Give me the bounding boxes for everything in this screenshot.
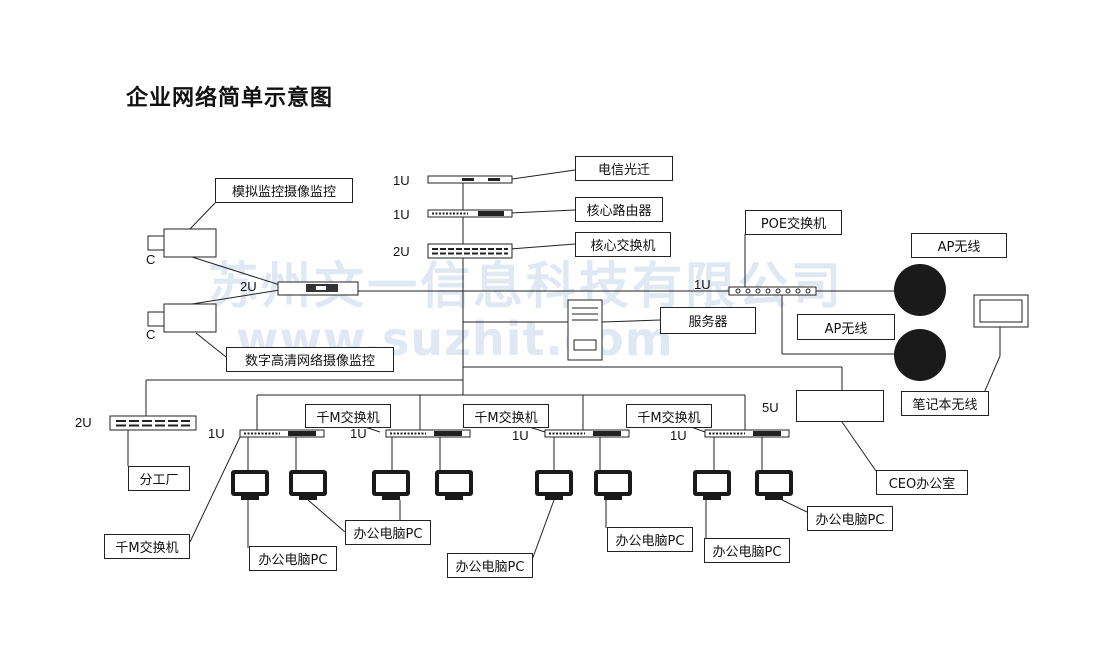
label-pc-2: 办公电脑PC xyxy=(345,520,431,545)
gigabit-switch-1 xyxy=(239,429,325,438)
label-gigabit-switch-3: 千M交换机 xyxy=(626,404,712,428)
label-pc-1: 办公电脑PC xyxy=(249,546,337,571)
label-ap-2: AP无线 xyxy=(797,314,895,340)
monitor-4 xyxy=(435,470,473,500)
dvr-device xyxy=(277,281,359,296)
poe-switch-device xyxy=(728,286,817,296)
monitor-3 xyxy=(372,470,410,500)
callout-pc2a xyxy=(307,499,346,533)
callout-ceo xyxy=(841,421,877,472)
label-digital-camera: 数字高清网络摄像监控 xyxy=(226,347,394,372)
page-title: 企业网络简单示意图 xyxy=(126,86,334,111)
unit-ceo: 5U xyxy=(762,400,779,415)
unit-dvr: 2U xyxy=(240,279,257,294)
label-poe-switch: POE交换机 xyxy=(745,210,842,235)
ap-disc-1 xyxy=(894,264,946,316)
ap-disc-2 xyxy=(894,329,946,381)
gigabit-switch-2 xyxy=(385,429,471,438)
monitor-6 xyxy=(594,470,632,500)
label-gigabit-switch-2: 千M交换机 xyxy=(463,404,549,428)
callout-server xyxy=(601,319,661,323)
telecom-device xyxy=(427,175,513,184)
label-ap-1: AP无线 xyxy=(911,233,1007,258)
monitor-1 xyxy=(231,470,269,500)
router-device xyxy=(427,209,513,218)
callout-analog xyxy=(189,202,216,230)
monitor-2 xyxy=(289,470,327,500)
core-switch-device xyxy=(427,243,513,259)
camera-letter-1: C xyxy=(146,252,156,267)
laptop-icon xyxy=(973,294,1029,328)
label-pc-3: 办公电脑PC xyxy=(447,553,533,578)
unit-core: 2U xyxy=(393,244,410,259)
label-ceo-office: CEO办公室 xyxy=(876,470,968,495)
gigabit-switch-3 xyxy=(544,429,630,438)
label-gigabit-switch-1: 千M交换机 xyxy=(305,404,391,428)
label-laptop: 笔记本无线 xyxy=(901,391,989,416)
callout-telecom xyxy=(504,169,576,181)
callout-core xyxy=(509,243,576,250)
label-telecom: 电信光迁 xyxy=(575,156,673,181)
callout-laptop xyxy=(983,355,1001,394)
unit-router: 1U xyxy=(393,207,410,222)
label-pc-5: 办公电脑PC xyxy=(704,538,790,563)
unit-telecom: 1U xyxy=(393,173,410,188)
label-core-router: 核心路由器 xyxy=(575,197,663,222)
callout-pc3 xyxy=(531,499,555,561)
unit-sw3: 1U xyxy=(512,428,529,443)
unit-branch: 2U xyxy=(75,415,92,430)
analog-camera xyxy=(147,228,217,258)
label-branch: 分工厂 xyxy=(128,466,190,491)
camera-letter-2: C xyxy=(146,327,156,342)
unit-sw2: 1U xyxy=(350,426,367,441)
link-cam1-dvr xyxy=(191,256,281,286)
callout-pc6 xyxy=(781,499,808,513)
callout-router xyxy=(509,209,576,214)
gigabit-switch-4 xyxy=(704,429,790,438)
branch-switch-device xyxy=(109,415,197,431)
callout-digital xyxy=(195,332,227,358)
unit-sw4: 1U xyxy=(670,428,687,443)
label-server: 服务器 xyxy=(660,307,756,334)
label-pc-6: 办公电脑PC xyxy=(807,506,893,531)
monitor-5 xyxy=(535,470,573,500)
unit-sw1: 1U xyxy=(208,426,225,441)
server-tower xyxy=(567,299,603,361)
link-cam2-dvr xyxy=(191,289,281,305)
label-analog-camera: 模拟监控摄像监控 xyxy=(215,178,353,203)
unit-poe: 1U xyxy=(694,277,711,292)
label-pc-4: 办公电脑PC xyxy=(607,527,693,552)
callout-gm xyxy=(189,436,241,543)
label-gigabit-switch-bottom: 千M交换机 xyxy=(104,534,190,559)
monitor-8 xyxy=(755,470,793,500)
ceo-server-box xyxy=(796,390,884,422)
label-core-switch: 核心交换机 xyxy=(575,232,671,257)
digital-camera xyxy=(147,303,217,333)
monitor-7 xyxy=(693,470,731,500)
